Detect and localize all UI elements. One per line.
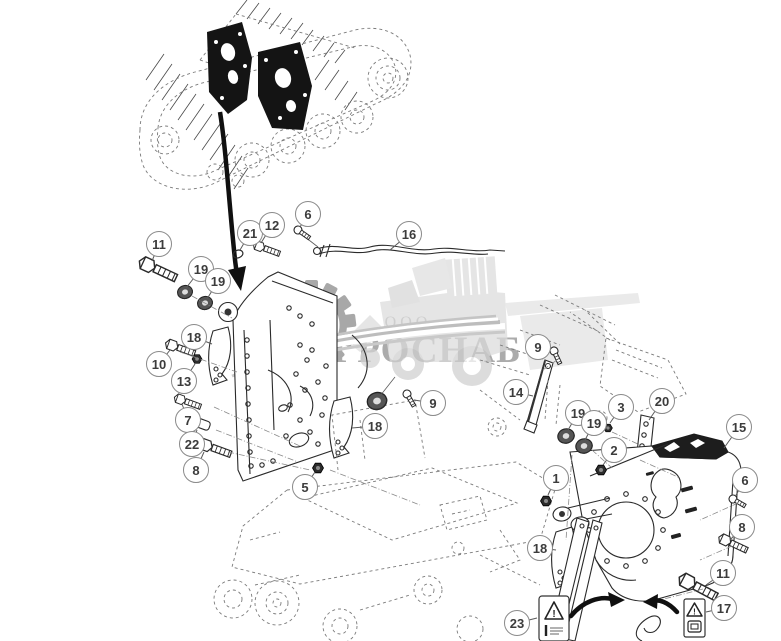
callout-12: 12: [259, 212, 285, 238]
callout-6: 6: [295, 201, 321, 227]
callout-11: 11: [146, 231, 172, 257]
callout-6: 6: [732, 467, 758, 493]
main-plate-art: [217, 271, 368, 482]
callout-14: 14: [503, 379, 529, 405]
callout-18: 18: [181, 324, 207, 350]
callout-19: 19: [565, 400, 591, 426]
callout-18: 18: [527, 535, 553, 561]
detail-pointer-arrow: [217, 111, 246, 291]
callout-20: 20: [649, 388, 675, 414]
callout-9: 9: [420, 390, 446, 416]
svg-text:!: !: [552, 609, 555, 620]
overview-machine-art: [139, 0, 412, 190]
callout-9: 9: [525, 334, 551, 360]
warning-label-23: !: [538, 595, 570, 641]
callout-3: 3: [608, 394, 634, 420]
callout-1: 1: [543, 465, 569, 491]
callout-11: 11: [710, 560, 736, 586]
callout-19: 19: [205, 268, 231, 294]
chassis-faded-art: [213, 399, 557, 641]
right-bracket-art: [552, 433, 742, 602]
callout-2: 2: [601, 437, 627, 463]
warning-triangle-icon: !: [544, 601, 564, 620]
callout-10: 10: [146, 351, 172, 377]
callout-22: 22: [179, 431, 205, 457]
callout-7: 7: [175, 407, 201, 433]
callout-5: 5: [292, 474, 318, 500]
callout-23: 23: [504, 610, 530, 636]
combine-harvester-silhouette: [345, 256, 640, 386]
callout-13: 13: [171, 368, 197, 394]
callout-8: 8: [183, 457, 209, 483]
warning-triangle-icon: !: [686, 602, 703, 617]
callout-15: 15: [726, 414, 752, 440]
right-frame-faded-art: [479, 294, 687, 437]
callout-8: 8: [729, 514, 755, 540]
rotation-arrows: [568, 592, 680, 619]
svg-text:!: !: [693, 608, 696, 617]
callout-16: 16: [396, 221, 422, 247]
warning-label-17: !: [683, 598, 706, 638]
callout-21: 21: [237, 220, 263, 246]
callout-19: 19: [581, 410, 607, 436]
callout-18: 18: [362, 413, 388, 439]
assembly-leader-lines: [179, 295, 739, 601]
callout-17: 17: [711, 595, 737, 621]
